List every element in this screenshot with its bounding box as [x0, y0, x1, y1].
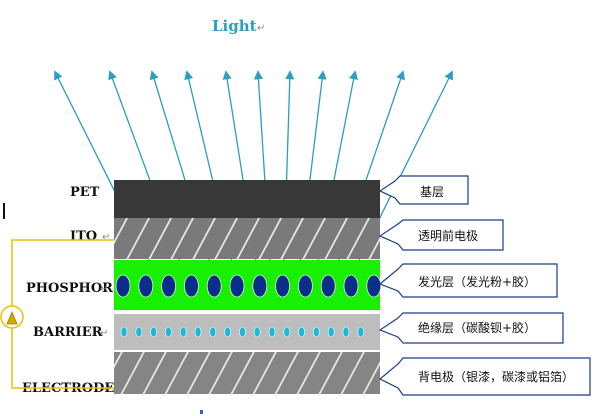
callout-pet-text: 基层 [420, 185, 444, 199]
phosphor-particle [275, 274, 291, 298]
label-barrier-return-mark: ↵ [100, 328, 108, 339]
phosphor-particle [297, 274, 313, 298]
electrode-hatch [114, 352, 380, 394]
barrier-particle [150, 326, 157, 338]
phosphor-particle [161, 274, 177, 298]
circuit-wire [11, 239, 114, 389]
callout-electrode-text: 背电极（银漆，碳漆或铝箔） [418, 369, 574, 384]
barrier-particle [209, 326, 217, 338]
barrier-particle [313, 326, 320, 338]
barrier-particle [327, 326, 335, 338]
label-pet: PET [70, 185, 100, 200]
diagram-title: Light [212, 17, 257, 35]
barrier-particle [283, 326, 291, 338]
callout-ito-text: 透明前电极 [418, 228, 478, 243]
barrier-particle [120, 326, 128, 338]
callout-electrode: 背电极（银漆，碳漆或铝箔） [378, 357, 591, 396]
barrier-particle [224, 326, 231, 338]
ac-power-source-icon [0, 305, 24, 329]
barrier-particle [253, 326, 261, 338]
phosphor-particle [252, 274, 268, 298]
phosphor-particle [343, 274, 359, 298]
callout-phosphor: 发光层（发光粉+胶） [378, 263, 558, 298]
label-barrier: BARRIER [33, 325, 103, 340]
callout-phosphor-text: 发光层（发光粉+胶） [418, 274, 536, 289]
callout-ito: 透明前电极 [378, 219, 504, 251]
phosphor-particle [183, 274, 199, 298]
ito-hatch [114, 218, 380, 259]
barrier-particle [239, 326, 246, 338]
barrier-particle [298, 326, 305, 338]
barrier-particles [120, 326, 365, 338]
barrier-particle [179, 326, 187, 338]
label-ito-return-mark: ↵ [102, 232, 110, 243]
barrier-layer [114, 314, 380, 350]
phosphor-particle [115, 274, 131, 298]
label-phosphor-return-mark: ↵ [100, 284, 108, 295]
anchor-mark [200, 410, 203, 414]
phosphor-particle [320, 274, 336, 298]
pet-layer [114, 180, 380, 218]
callout-pet: 基层 [378, 175, 469, 205]
barrier-particle [165, 326, 172, 338]
phosphor-particle [229, 274, 245, 298]
label-phosphor: PHOSPHOR [26, 281, 113, 296]
label-ito: ITO [70, 229, 97, 244]
phosphor-layer [114, 260, 380, 310]
phosphor-particles [115, 274, 382, 298]
barrier-particle [194, 326, 202, 338]
text-cursor [3, 203, 5, 219]
callout-barrier-text: 绝缘层（碳酸钡+胶） [418, 320, 536, 335]
barrier-particle [268, 326, 276, 338]
barrier-particle [357, 326, 365, 338]
title-return-mark: ↵ [257, 23, 265, 34]
callout-barrier: 绝缘层（碳酸钡+胶） [378, 312, 564, 344]
phosphor-particle [206, 274, 222, 298]
label-electrode-return-mark: ↵ [104, 384, 112, 395]
barrier-particle [135, 326, 143, 338]
phosphor-particle [366, 274, 382, 298]
barrier-particle [342, 326, 350, 338]
phosphor-particle [138, 274, 154, 298]
